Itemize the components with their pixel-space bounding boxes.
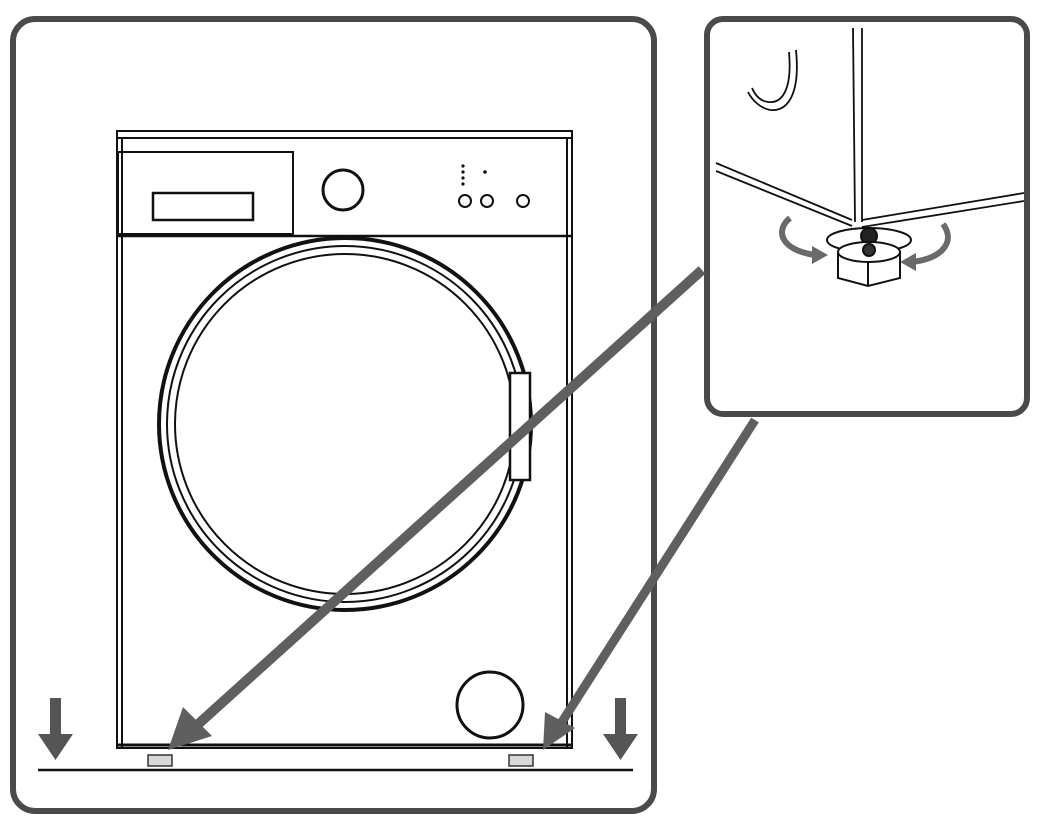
hose-hook-icon bbox=[747, 49, 798, 111]
inset-detail bbox=[715, 27, 1025, 288]
foot-right bbox=[508, 754, 534, 767]
inset-frame bbox=[704, 16, 1030, 417]
indicator-lights-icon bbox=[461, 164, 487, 186]
machine-body bbox=[116, 130, 573, 749]
program-knob-icon bbox=[321, 168, 365, 212]
leveling-foot-icon bbox=[826, 227, 912, 288]
door-outer bbox=[157, 236, 533, 612]
filter-cover-icon bbox=[455, 670, 525, 740]
pointer-arrow-right bbox=[543, 417, 759, 750]
main-frame bbox=[10, 16, 657, 814]
washing-machine bbox=[116, 130, 573, 749]
down-arrow-icon bbox=[38, 698, 73, 760]
button-icon bbox=[458, 194, 472, 208]
door-glass bbox=[174, 253, 516, 595]
foot-left bbox=[147, 754, 173, 767]
pointer-arrow-left bbox=[168, 266, 706, 750]
button-icon bbox=[480, 194, 494, 208]
button-icon bbox=[516, 194, 530, 208]
detergent-drawer bbox=[117, 151, 294, 235]
down-arrow-icon bbox=[603, 698, 638, 760]
rotate-arrow-icon bbox=[779, 215, 828, 264]
drawer-handle bbox=[151, 191, 255, 222]
rotate-arrow-icon bbox=[900, 222, 951, 271]
